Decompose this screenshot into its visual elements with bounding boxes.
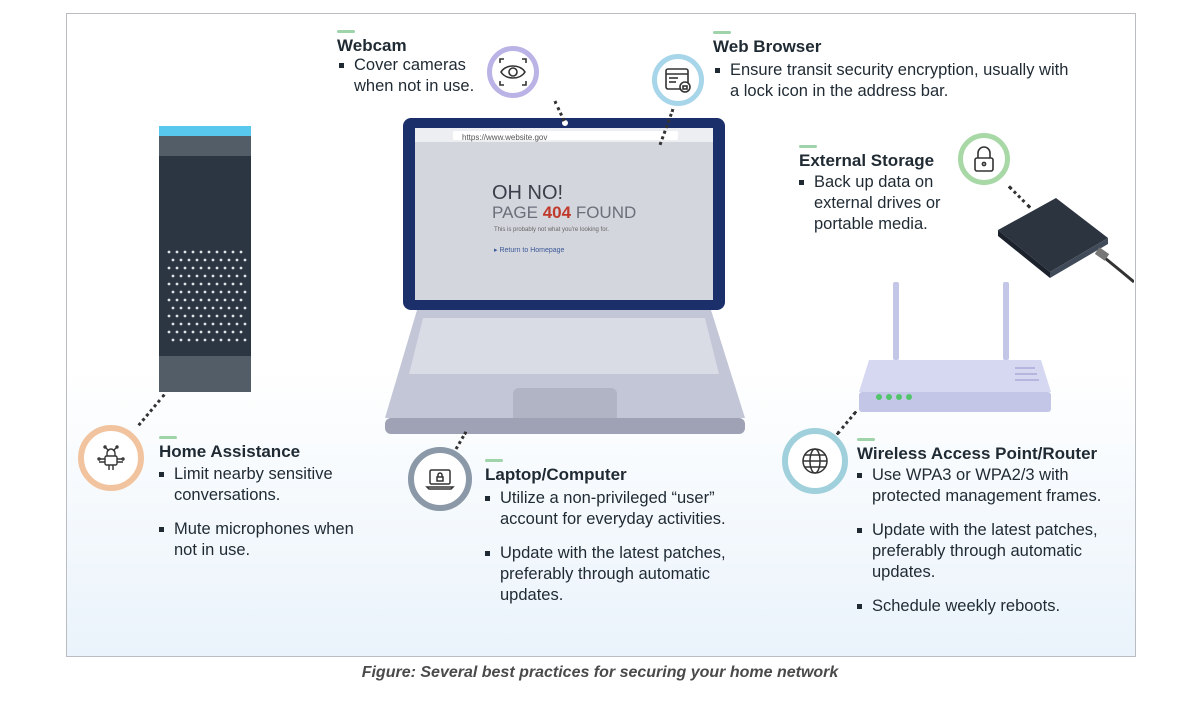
circuit-lock-icon xyxy=(97,445,125,470)
router-items: Use WPA3 or WPA2/3 with protected manage… xyxy=(855,465,1125,630)
screen-return-link[interactable]: ▸ Return to Homepage xyxy=(494,247,565,254)
screen-url: https://www.website.gov xyxy=(462,133,548,142)
webcam-item-1: Cover cameras when not in use. xyxy=(337,55,487,97)
web-browser-item-1: Ensure transit security encryption, usua… xyxy=(713,60,1073,102)
web-browser-title: Web Browser xyxy=(713,31,822,56)
router-item-3: Schedule weekly reboots. xyxy=(855,596,1125,617)
home-assistance-bubble xyxy=(78,425,144,491)
laptop-title: Laptop/Computer xyxy=(485,459,627,484)
router-illustration xyxy=(859,282,1051,412)
home-assistance-item-2: Mute microphones when not in use. xyxy=(157,519,372,561)
lock-icon xyxy=(974,146,994,172)
router-item-1: Use WPA3 or WPA2/3 with protected manage… xyxy=(855,465,1125,507)
webcam-items: Cover cameras when not in use. xyxy=(337,55,487,110)
router-title: Wireless Access Point/Router xyxy=(857,438,1098,463)
home-assistance-title: Home Assistance xyxy=(159,436,301,461)
router-item-2: Update with the latest patches, preferab… xyxy=(855,520,1125,583)
storage-bubble xyxy=(958,133,1010,185)
web-browser-items: Ensure transit security encryption, usua… xyxy=(713,60,1073,115)
eye-icon xyxy=(499,58,527,86)
screen-error-code: 404 xyxy=(542,203,572,222)
external-drive-illustration xyxy=(998,198,1134,284)
screen-page-word: PAGE xyxy=(492,203,538,222)
browser-bubble xyxy=(652,54,704,106)
laptop-item-2: Update with the latest patches, preferab… xyxy=(483,543,753,606)
browser-lock-icon xyxy=(665,68,691,93)
external-storage-item-1: Back up data on external drives or porta… xyxy=(797,172,967,235)
laptop-lock-icon xyxy=(425,469,455,490)
laptop-bubble xyxy=(408,447,472,511)
webcam-title: Webcam xyxy=(337,30,407,55)
smart-speaker-illustration xyxy=(159,126,251,392)
home-assistance-item-1: Limit nearby sensitive conversations. xyxy=(157,464,372,506)
screen-heading: OH NO! xyxy=(492,182,564,204)
screen-404-line: PAGE 404 FOUND xyxy=(492,203,636,223)
router-bubble xyxy=(782,428,848,494)
external-storage-items: Back up data on external drives or porta… xyxy=(797,172,967,248)
webcam-bubble xyxy=(487,46,539,98)
laptop-illustration xyxy=(385,118,745,434)
external-storage-title: External Storage xyxy=(799,145,935,170)
laptop-items: Utilize a non-privileged “user” account … xyxy=(483,488,753,619)
figure-caption: Figure: Several best practices for secur… xyxy=(361,664,839,681)
laptop-item-1: Utilize a non-privileged “user” account … xyxy=(483,488,753,530)
home-assistance-items: Limit nearby sensitive conversations. Mu… xyxy=(157,464,372,574)
globe-icon xyxy=(802,448,828,474)
screen-return-link-label: Return to Homepage xyxy=(499,247,565,254)
screen-subtitle: This is probably not what you're looking… xyxy=(494,227,609,233)
screen-found-word: FOUND xyxy=(575,203,637,222)
